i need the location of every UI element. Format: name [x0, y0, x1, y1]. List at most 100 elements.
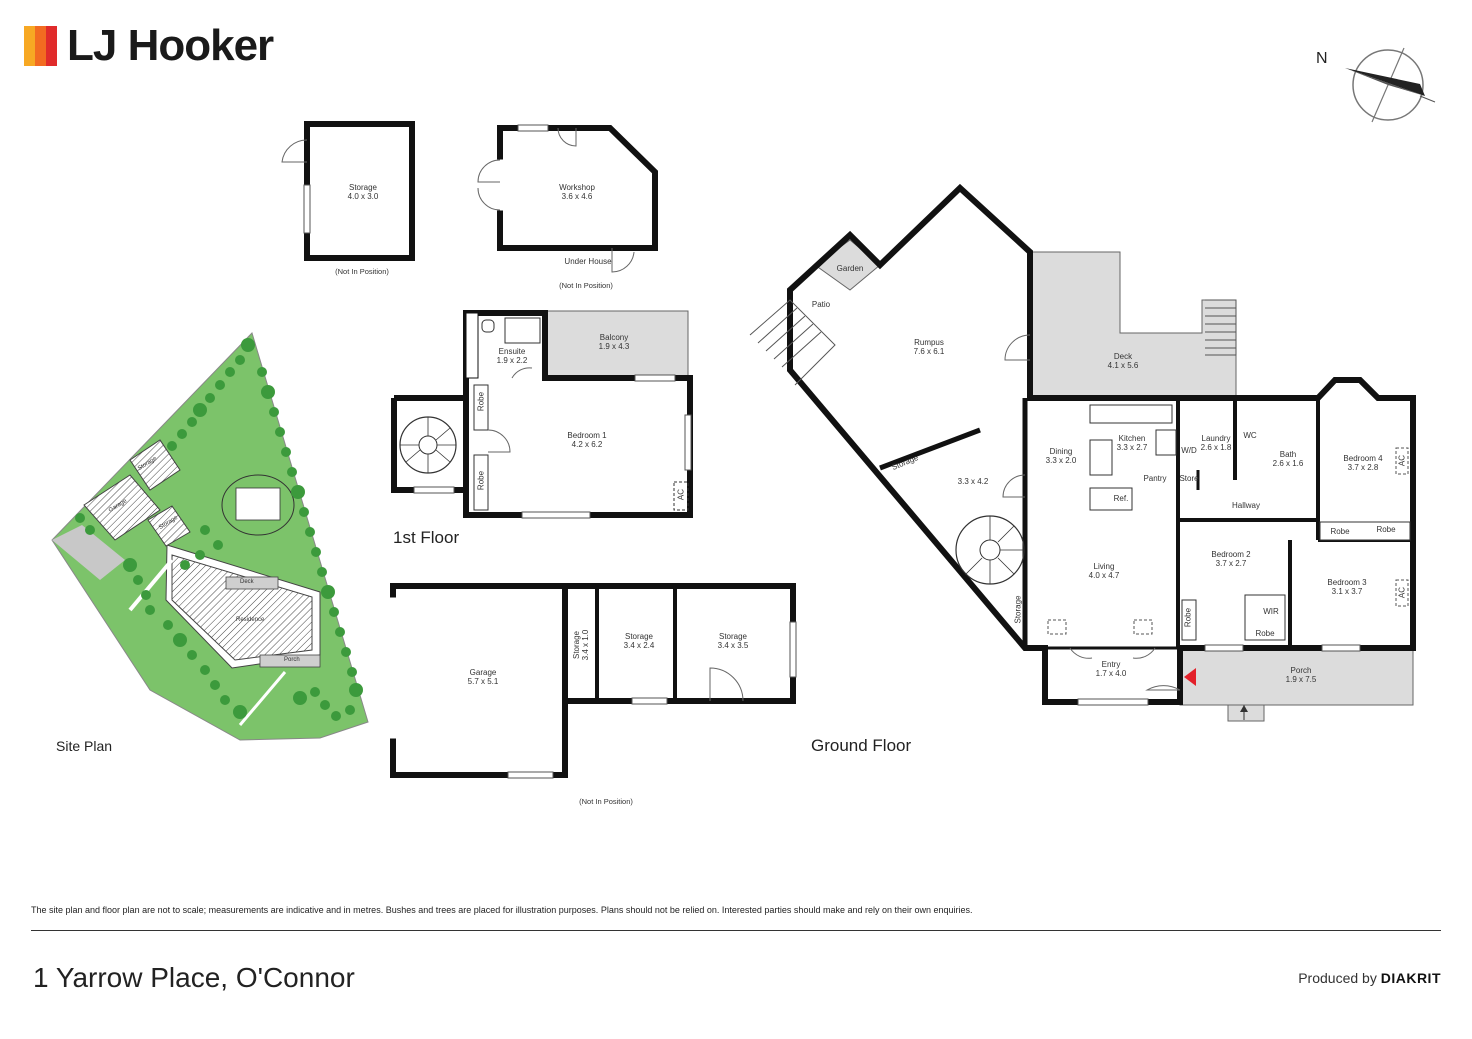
- tree-icon: [75, 513, 85, 523]
- ground-floor-title: Ground Floor: [811, 736, 912, 755]
- garage-not-in-position: (Not In Position): [579, 797, 633, 806]
- garage-block-plan: [389, 583, 797, 779]
- ac-bedroom4-label: AC: [1397, 454, 1407, 467]
- dining-label: Dining 3.3 x 2.0: [1045, 447, 1077, 465]
- producer-name: DIAKRIT: [1380, 970, 1441, 986]
- bedroom3-label: Bedroom 3 3.1 x 3.7: [1327, 578, 1367, 596]
- hallway-label: Hallway: [1231, 501, 1260, 510]
- garden-label: Garden: [836, 264, 864, 273]
- tree-icon: [261, 385, 275, 399]
- tree-icon: [341, 647, 351, 657]
- ac-label-bedroom1: AC: [676, 488, 686, 501]
- tree-icon: [187, 417, 197, 427]
- lj-hooker-logo: LJ Hooker: [24, 21, 274, 70]
- tree-icon: [173, 633, 187, 647]
- tree-icon: [320, 700, 330, 710]
- balcony-label: Balcony 1.9 x 4.3: [598, 333, 630, 351]
- storage-mid-label: Storage 3.4 x 2.4: [623, 632, 655, 650]
- under-house-label: Under House: [564, 257, 612, 266]
- tree-icon: [275, 427, 285, 437]
- tree-icon: [85, 525, 95, 535]
- tree-icon: [215, 380, 225, 390]
- tree-icon: [349, 683, 363, 697]
- living-label: Living 4.0 x 4.7: [1088, 562, 1120, 580]
- tree-icon: [269, 407, 279, 417]
- tree-icon: [200, 665, 210, 675]
- tree-icon: [329, 607, 339, 617]
- wc-label: WC: [1243, 431, 1257, 440]
- tree-icon: [257, 367, 267, 377]
- site-porch-label: Porch: [284, 657, 300, 663]
- tree-icon: [123, 558, 137, 572]
- tree-icon: [200, 525, 210, 535]
- site-plan-title: Site Plan: [56, 738, 113, 754]
- kitchen-label: Kitchen 3.3 x 2.7: [1116, 434, 1148, 452]
- tree-icon: [291, 485, 305, 499]
- patio-label: Patio: [811, 300, 831, 309]
- tree-icon: [317, 567, 327, 577]
- logo-bars-icon: [24, 26, 57, 66]
- robe-label-upper: Robe: [476, 391, 486, 412]
- storage-outbuilding-label: Storage 4.0 x 3.0: [347, 183, 379, 201]
- bedroom4-label: Bedroom 4 3.7 x 2.8: [1343, 454, 1383, 472]
- disclaimer-text: The site plan and floor plan are not to …: [31, 905, 973, 915]
- tree-icon: [177, 429, 187, 439]
- tree-icon: [210, 680, 220, 690]
- tree-icon: [310, 687, 320, 697]
- laundry-label: Laundry 2.6 x 1.8: [1200, 434, 1232, 452]
- room-3-3-x-4-2-label: 3.3 x 4.2: [957, 477, 989, 486]
- tree-icon: [163, 620, 173, 630]
- tree-icon: [293, 691, 307, 705]
- washer-dryer-label: W/D: [1181, 446, 1197, 455]
- robe-bedroom3-label: Robe: [1330, 527, 1350, 536]
- produced-by-label: Produced by: [1298, 970, 1377, 986]
- pantry-label: Pantry: [1143, 474, 1167, 483]
- deck-label: Deck 4.1 x 5.6: [1107, 352, 1139, 370]
- storage-not-in-position: (Not In Position): [335, 267, 389, 276]
- ground-floor-plan: [749, 183, 1416, 722]
- north-label: N: [1316, 50, 1328, 67]
- tree-icon: [331, 711, 341, 721]
- tree-icon: [287, 467, 297, 477]
- tree-icon: [321, 585, 335, 599]
- store-label: Store: [1179, 474, 1199, 483]
- robe-bedroom2-label: Robe: [1183, 607, 1193, 628]
- storage-right-label: Storage 3.4 x 3.5: [717, 632, 749, 650]
- outbuilding-workshop: [477, 124, 658, 273]
- tree-icon: [180, 560, 190, 570]
- property-address: 1 Yarrow Place, O'Connor: [33, 962, 355, 993]
- fridge-label: Ref.: [1113, 494, 1129, 503]
- workshop-label: Workshop 3.6 x 4.6: [559, 183, 595, 201]
- tree-icon: [167, 441, 177, 451]
- first-floor-plan: [391, 310, 693, 519]
- produced-by: Produced by DIAKRIT: [1298, 970, 1441, 986]
- tree-icon: [299, 507, 309, 517]
- tree-icon: [281, 447, 291, 457]
- first-floor-title: 1st Floor: [393, 528, 460, 547]
- workshop-not-in-position: (Not In Position): [559, 281, 613, 290]
- tree-icon: [145, 605, 155, 615]
- bedroom2-label: Bedroom 2 3.7 x 2.7: [1211, 550, 1251, 568]
- tree-icon: [141, 590, 151, 600]
- tree-icon: [205, 393, 215, 403]
- ensuite-label: Ensuite 1.9 x 2.2: [496, 347, 528, 365]
- tree-icon: [347, 667, 357, 677]
- brand-name: LJ Hooker: [67, 21, 274, 70]
- tree-icon: [225, 367, 235, 377]
- rumpus-label: Rumpus 7.6 x 6.1: [913, 338, 945, 356]
- tree-icon: [133, 575, 143, 585]
- robe-label-lower: Robe: [476, 470, 486, 491]
- entry-label: Entry 1.7 x 4.0: [1095, 660, 1127, 678]
- bath-label: Bath 2.6 x 1.6: [1272, 450, 1304, 468]
- wir-label: WIR: [1263, 607, 1279, 616]
- tree-icon: [233, 705, 247, 719]
- tree-icon: [305, 527, 315, 537]
- compass-icon: [1345, 47, 1436, 123]
- tree-icon: [241, 338, 255, 352]
- tree-icon: [193, 403, 207, 417]
- garage-label: Garage 5.7 x 5.1: [467, 668, 499, 686]
- tree-icon: [195, 550, 205, 560]
- tree-icon: [220, 695, 230, 705]
- tree-icon: [335, 627, 345, 637]
